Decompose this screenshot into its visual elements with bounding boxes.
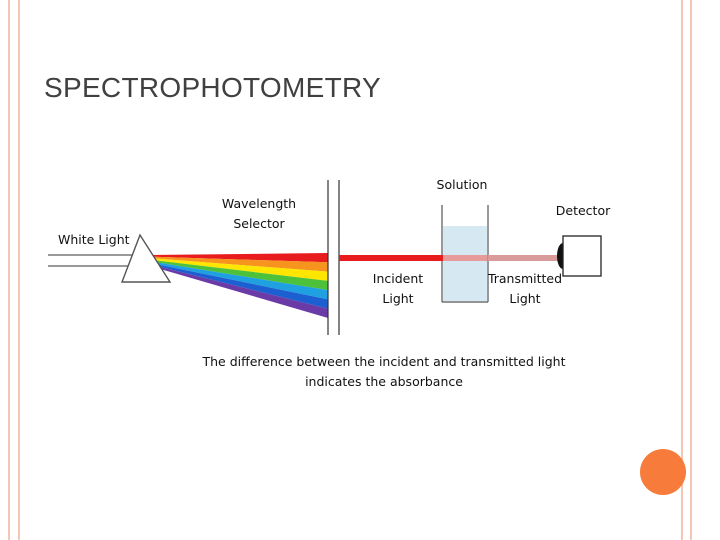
spectrum-band (150, 261, 328, 300)
detector-box (562, 235, 602, 277)
wavelength-selector-line2: Selector (233, 216, 285, 231)
right-frame-border (681, 0, 692, 540)
wavelength-selector-label: Wavelength Selector (214, 194, 304, 234)
accent-circle (640, 449, 686, 495)
cuvette-solution (443, 226, 487, 301)
detector-label: Detector (555, 203, 611, 218)
incident-light-line1: Incident (372, 271, 424, 286)
dispersed-spectrum (150, 253, 328, 318)
transmitted-light-line1: Transmitted (487, 271, 563, 286)
absorbance-caption: The difference between the incident and … (190, 352, 578, 392)
spectrum-band (150, 262, 328, 309)
spectrum-band (150, 253, 328, 263)
incident-beam (339, 255, 443, 261)
caption-line1: The difference between the incident and … (202, 354, 566, 369)
transmitted-light-label: Transmitted Light (480, 269, 570, 309)
caption-line2: indicates the absorbance (305, 374, 463, 389)
wavelength-selector-line1: Wavelength (221, 196, 297, 211)
incident-light-label: Incident Light (362, 269, 434, 309)
prism (120, 233, 172, 283)
spectrum-band (150, 264, 328, 318)
spectrum-band (150, 256, 328, 272)
transmitted-beam (488, 255, 558, 261)
white-light-label: White Light (58, 232, 130, 247)
left-frame-border (8, 0, 20, 540)
transmitted-light-line2: Light (509, 291, 541, 306)
incident-light-line2: Light (382, 291, 414, 306)
spectrum-band (150, 259, 328, 291)
beam-in-solution (443, 255, 487, 261)
solution-label: Solution (436, 177, 488, 192)
slide-title: SPECTROPHOTOMETRY (44, 72, 381, 103)
spectrum-band (150, 258, 328, 281)
